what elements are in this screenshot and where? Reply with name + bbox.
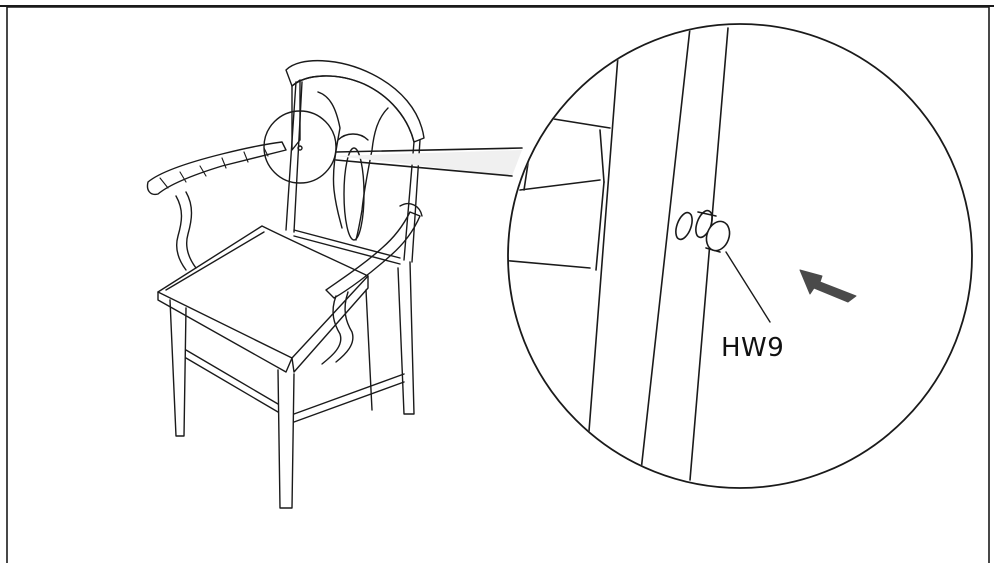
hw9-plug-front <box>705 220 731 252</box>
detail-circle-large <box>507 23 973 489</box>
zoom-connector-top <box>335 147 523 153</box>
detail-circle-small <box>263 110 337 184</box>
magnified-detail <box>507 23 973 489</box>
hw9-leader-line <box>725 251 771 323</box>
crest-rail <box>285 60 425 143</box>
zoom-connector-fill <box>336 150 522 176</box>
chair-illustration <box>146 60 425 509</box>
seat <box>157 225 369 359</box>
left-arm <box>146 141 287 196</box>
plug-hole <box>675 211 693 241</box>
zoom-connector-bottom <box>335 159 513 177</box>
front-right-leg <box>277 369 295 509</box>
hw9-label: HW9 <box>721 333 785 363</box>
page-border <box>6 6 990 563</box>
right-arm <box>325 211 421 299</box>
splat-opening <box>343 147 365 241</box>
front-left-leg <box>169 299 187 437</box>
direction-arrow <box>799 269 857 303</box>
